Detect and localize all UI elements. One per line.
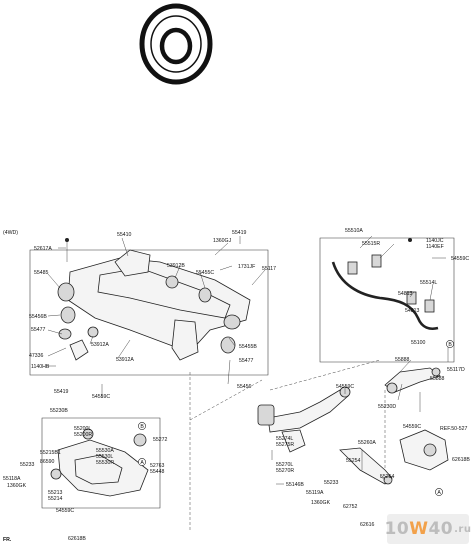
part-labels: (4WD) 55419 1360GJ 1731JF 55117 52617A 5… xyxy=(3,228,470,543)
part-label: 54559C xyxy=(403,424,421,430)
part-label: 55530L xyxy=(96,454,113,460)
part-label: 55200L xyxy=(74,426,91,432)
part-label: 1360GJ xyxy=(213,238,232,244)
part-label: 55514L xyxy=(420,280,437,286)
part-label: 55270L xyxy=(276,462,293,468)
part-label: 55419 xyxy=(54,389,69,395)
part-label: 54559C xyxy=(56,508,74,514)
part-label: 55260A xyxy=(358,440,376,446)
part-label: 53912A xyxy=(116,357,134,363)
part-label: 55455B xyxy=(239,344,257,350)
part-label: 55118A xyxy=(3,476,21,482)
seal-ring-illustration xyxy=(139,3,213,85)
watermark-accent: W xyxy=(409,519,429,539)
variant-label: (4WD) xyxy=(3,230,18,236)
part-label: 1140HB xyxy=(31,364,50,370)
part-label: 55888 xyxy=(395,357,410,363)
part-label: 55117 xyxy=(262,266,276,272)
part-label: 47336 xyxy=(29,353,44,359)
watermark-mid: 40 xyxy=(428,519,454,539)
part-label: 55230D xyxy=(378,404,396,410)
part-label: 1140JC xyxy=(426,238,444,244)
part-label: 55530R xyxy=(96,460,114,466)
part-label: 55215B1 xyxy=(40,450,61,456)
part-label: 55456 xyxy=(237,384,252,390)
svg-text:B: B xyxy=(140,424,144,430)
part-label: 55146B xyxy=(286,482,304,488)
part-label: 55485 xyxy=(34,270,49,276)
part-label: 55230B xyxy=(50,408,68,414)
part-label: 1360GK xyxy=(7,483,27,489)
ref-label: REF.50-527 xyxy=(440,426,468,432)
stabilizer-bar-illustration xyxy=(331,238,439,330)
part-label: 55455C xyxy=(196,270,214,276)
part-label: 55448 xyxy=(150,469,165,475)
part-label: 1360GK xyxy=(311,500,331,506)
part-label: 55510A xyxy=(345,228,363,234)
part-label: 55456B xyxy=(29,314,47,320)
svg-text:A: A xyxy=(437,490,441,496)
lateral-link-illustration xyxy=(339,429,449,485)
part-label: 55254 xyxy=(346,458,361,464)
part-label: 55233 xyxy=(20,462,35,468)
part-label: 55254 xyxy=(380,474,395,480)
part-label: 55419 xyxy=(232,230,247,236)
part-label: 55274L xyxy=(276,436,293,442)
watermark-prefix: 10 xyxy=(384,519,410,539)
part-label: 62752 xyxy=(343,504,358,510)
part-label: 55515R xyxy=(362,241,380,247)
part-label: 55477 xyxy=(31,327,46,333)
fr-label: FR. xyxy=(3,537,12,543)
svg-text:B: B xyxy=(448,342,452,348)
group-outlines xyxy=(29,237,455,530)
part-label: 55100 xyxy=(411,340,426,346)
part-label: 55888 xyxy=(430,376,445,382)
part-label: 55272 xyxy=(153,437,168,443)
part-label: 53912A xyxy=(91,342,109,348)
part-label: 54813 xyxy=(405,308,420,314)
part-label: 55410 xyxy=(117,232,132,238)
part-label: 54559C xyxy=(451,256,469,262)
part-label: 1731JF xyxy=(238,264,255,270)
watermark-suffix: .ru xyxy=(454,523,472,535)
part-label: 55213 xyxy=(48,490,63,496)
part-label: 55530A xyxy=(96,448,114,454)
part-label: 53912B xyxy=(167,263,185,269)
part-label: 52763 xyxy=(150,463,165,469)
part-label: 55275R xyxy=(276,442,294,448)
part-label: 55270R xyxy=(276,468,294,474)
part-label: 55233 xyxy=(324,480,339,486)
part-label: 1140EF xyxy=(426,244,444,250)
leader-lines xyxy=(46,235,449,485)
part-label: 54559C xyxy=(336,384,354,390)
part-label: 54813 xyxy=(398,291,413,297)
part-label: 55200R xyxy=(74,432,92,438)
part-label: 52617A xyxy=(34,246,52,252)
part-label: 86590 xyxy=(40,459,55,465)
part-label: 62616 xyxy=(360,522,375,528)
svg-text:A: A xyxy=(140,460,144,466)
part-label: 54559C xyxy=(92,394,110,400)
part-label: 55214 xyxy=(48,496,63,502)
callout-markers: B A B A xyxy=(138,340,454,496)
part-label: 62618B xyxy=(68,536,86,542)
part-label: 55119A xyxy=(306,490,324,496)
part-label: 55117D xyxy=(447,367,465,373)
part-label: 55477 xyxy=(239,358,254,364)
part-label: 62618B xyxy=(452,457,470,463)
lower-arm-illustration xyxy=(50,428,149,497)
trailing-arm-illustration xyxy=(257,386,351,453)
subframe-illustration xyxy=(57,238,251,361)
